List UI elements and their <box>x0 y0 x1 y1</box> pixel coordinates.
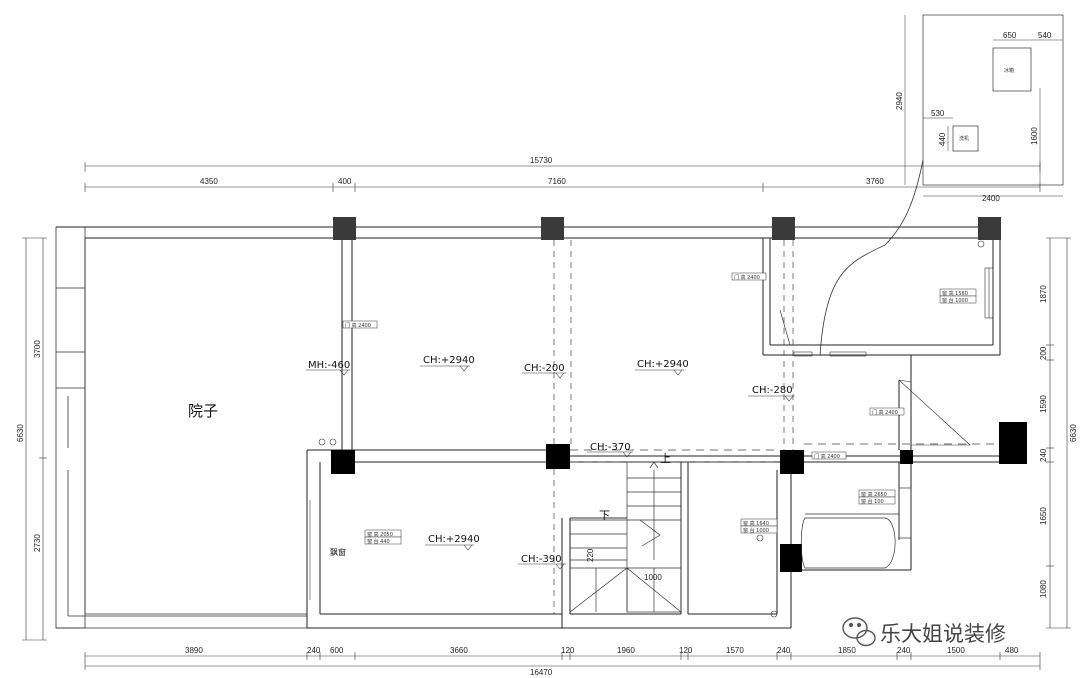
column <box>780 450 804 474</box>
column <box>900 450 913 464</box>
bottom-dim-seg-2: 240 <box>307 646 321 655</box>
column <box>780 544 802 572</box>
bottom-dim-seg-13: 480 <box>1005 646 1019 655</box>
yard-label: 院子 <box>188 402 218 420</box>
bottom-dim-seg-12: 1500 <box>947 646 965 655</box>
tag-door-kitchen: 门 高 2400 <box>734 274 760 281</box>
column <box>331 450 355 474</box>
ch-stair-low: CH:-390 <box>521 554 562 565</box>
right-dim-seg-6: 1080 <box>1039 580 1048 598</box>
watermark-text: 乐大姐说装修 <box>880 622 1006 646</box>
tag-win-bed-b: 窗 台 440 <box>367 538 390 545</box>
ch-living-right: CH:+2940 <box>637 359 689 370</box>
inset-dim-h3: 440 <box>938 132 947 146</box>
bottom-dim-seg-5: 120 <box>561 646 575 655</box>
inset-dim-bottom: 2400 <box>982 194 1000 203</box>
bathtub <box>800 487 912 569</box>
top-dim-seg-1: 4350 <box>200 177 218 186</box>
bay-window-label: 飘窗 <box>330 547 346 557</box>
tag-win-small-a: 窗 高 1640 <box>743 520 769 527</box>
column <box>999 422 1027 464</box>
top-dim-seg-3: 7160 <box>548 177 566 186</box>
right-dim-seg-2: 200 <box>1039 346 1048 360</box>
bottom-dim-seg-9: 240 <box>777 646 791 655</box>
staircase[interactable] <box>569 461 682 613</box>
ch-kitchen: CH:-280 <box>752 385 793 396</box>
bottom-dim-seg-4: 3660 <box>450 646 468 655</box>
left-dimension-chain <box>22 237 47 641</box>
right-dim-seg-4: 240 <box>1039 448 1048 462</box>
mh-annotation: MH:-460 <box>308 360 350 371</box>
ceiling-beams <box>553 240 999 614</box>
tag-win-bath-b: 窗 台 100 <box>861 498 884 505</box>
bottom-dim-seg-6: 1960 <box>617 646 635 655</box>
ch-bedroom: CH:+2940 <box>428 534 480 545</box>
tag-door-mid: 门 高 2400 <box>872 409 898 416</box>
bottom-dim-seg-10: 1850 <box>838 646 856 655</box>
bottom-dim-total: 16470 <box>530 668 553 677</box>
ch-beam: CH:-200 <box>524 363 565 374</box>
bottom-dim-seg-3: 600 <box>330 646 344 655</box>
ch-living-left: CH:+2940 <box>423 355 475 366</box>
column <box>772 217 795 240</box>
watermark: 乐大姐说装修 <box>842 617 1006 647</box>
inset-detail <box>819 14 1064 356</box>
stair-h-label: 220 <box>586 548 595 562</box>
column <box>333 217 356 240</box>
tag-door-lower: 门 高 2400 <box>814 453 840 460</box>
left-dim-seg-2: 2730 <box>33 534 42 552</box>
tag-win-top-b: 窗 台 1000 <box>942 297 968 304</box>
right-dim-total: 6630 <box>1069 424 1078 442</box>
right-dim-seg-1: 1870 <box>1039 285 1048 303</box>
bottom-dim-seg-11: 240 <box>897 646 911 655</box>
column <box>978 217 1001 240</box>
right-dim-seg-3: 1590 <box>1039 395 1048 413</box>
glass-partition <box>898 379 971 446</box>
structural-columns <box>331 217 1027 572</box>
left-dim-total: 6630 <box>16 424 25 442</box>
tag-win-top-a: 窗 高 1560 <box>942 290 968 297</box>
door-swings <box>318 240 985 618</box>
inset-dim-height: 2940 <box>895 92 904 110</box>
tag-win-bed-a: 窗 高 2050 <box>367 531 393 538</box>
stair-width-label: 1000 <box>644 573 662 582</box>
bottom-dim-seg-8: 1570 <box>726 646 744 655</box>
ch-stair-beam: CH:-370 <box>590 442 631 453</box>
inset-dim-top-b: 540 <box>1038 31 1052 40</box>
inset-box1-label: 冰箱 <box>1004 67 1014 74</box>
inset-box2-label: 洗机 <box>959 135 969 142</box>
column <box>546 444 570 469</box>
top-right-window <box>984 267 994 319</box>
inset-dim-w1: 530 <box>931 109 945 118</box>
tag-win-small-b: 窗 台 1000 <box>743 527 769 534</box>
top-dimension-chain <box>84 162 1041 192</box>
tag-door-left: 门 高 2400 <box>345 322 371 329</box>
spec-tags <box>342 272 977 545</box>
bottom-dimension-chain <box>84 652 1041 670</box>
tag-win-bath-a: 窗 高 2650 <box>861 491 887 498</box>
right-dim-seg-5: 1650 <box>1039 507 1048 525</box>
top-dim-seg-4: 3760 <box>866 177 884 186</box>
right-dimension-chain <box>1046 237 1071 629</box>
bottom-dim-seg-7: 120 <box>679 646 693 655</box>
bottom-dim-seg-1: 3890 <box>185 646 203 655</box>
top-dim-seg-2: 400 <box>338 177 352 186</box>
inset-dim-h2: 1600 <box>1030 127 1039 145</box>
top-dim-total: 15730 <box>530 156 553 165</box>
left-dim-seg-1: 3700 <box>33 340 42 358</box>
inset-dim-top-a: 650 <box>1003 31 1017 40</box>
yard-area <box>55 226 307 629</box>
wechat-icon <box>842 617 876 647</box>
stair-down-label: 下 <box>599 509 610 522</box>
column <box>541 217 564 240</box>
level-markers <box>306 365 795 570</box>
stair-up-label: 上 <box>660 452 671 465</box>
